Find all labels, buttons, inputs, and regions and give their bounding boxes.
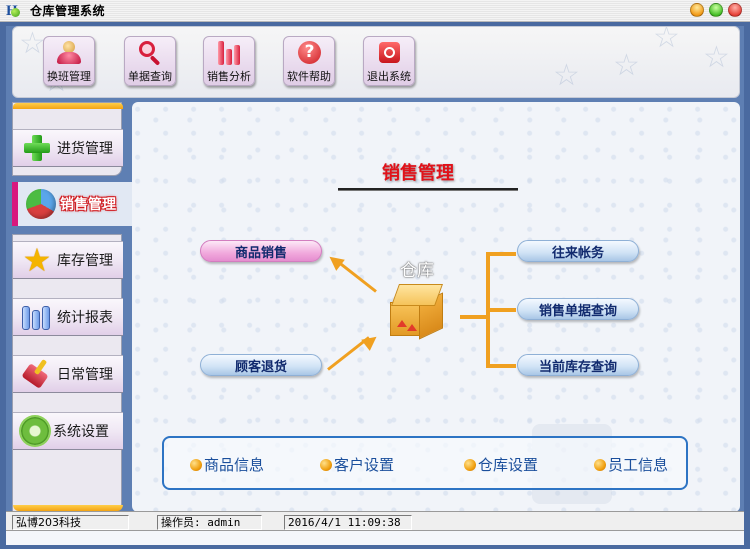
sales-document-query-button[interactable]: 销售单据查询: [517, 298, 639, 320]
brush-icon: [21, 358, 53, 390]
bottom-strip: [6, 531, 744, 545]
star-decoration-icon: ☆: [703, 40, 730, 75]
document-query-button[interactable]: 单据查询: [124, 36, 176, 86]
power-icon: [375, 39, 403, 67]
orange-bullet-icon: [594, 458, 606, 471]
sidebar-item-settings[interactable]: 系统设置: [13, 412, 123, 450]
sidebar-group-top: 进货管理: [12, 102, 123, 176]
warehouse-box-icon: [388, 284, 446, 340]
exit-system-button[interactable]: 退出系统: [363, 36, 415, 86]
status-company: 弘博203科技: [12, 515, 129, 530]
status-datetime: 2016/4/1 11:09:38: [284, 515, 412, 530]
sidebar-item-inventory[interactable]: ★ 库存管理: [13, 241, 123, 279]
accounts-button[interactable]: 往来帐务: [517, 240, 639, 262]
maximize-button[interactable]: [709, 3, 723, 17]
current-stock-query-button[interactable]: 当前库存查询: [517, 354, 639, 376]
sidebar-item-sales[interactable]: 销售管理: [12, 182, 134, 226]
sidebar-item-purchase[interactable]: 进货管理: [13, 129, 123, 167]
star-decoration-icon: ☆: [19, 26, 46, 61]
connector-line: [460, 315, 488, 319]
star-decoration-icon: ☆: [553, 58, 580, 93]
orange-bullet-icon: [190, 458, 202, 471]
plus-icon: [21, 132, 53, 164]
orange-bullet-icon: [320, 458, 332, 471]
quick-link-warehouse-settings[interactable]: 仓库设置: [464, 454, 538, 475]
sidebar-item-reports[interactable]: 统计报表: [13, 298, 123, 336]
arrow-up-left-icon: [325, 251, 345, 271]
customer-return-button[interactable]: 顾客退货: [200, 354, 322, 376]
status-bar: 弘博203科技 操作员: admin 2016/4/1 11:09:38: [6, 511, 744, 531]
main-content: 销售管理 商品销售 顾客退货 仓库 往来帐务 销售单据查询 当前库存查询 商品信…: [132, 102, 740, 512]
connector-line: [486, 308, 516, 312]
app-logo-icon: H: [6, 3, 22, 19]
connector-line: [486, 364, 516, 368]
warehouse-label: 仓库: [400, 261, 434, 281]
shift-management-button[interactable]: 换班管理: [43, 36, 95, 86]
close-button[interactable]: [728, 3, 742, 17]
users-icon: [55, 39, 83, 67]
window-title: 仓库管理系统: [30, 4, 106, 18]
bar-chart-icon: [215, 39, 243, 67]
quick-link-employee-info[interactable]: 员工信息: [594, 454, 668, 475]
help-icon: ?: [295, 39, 323, 67]
minimize-button[interactable]: [690, 3, 704, 17]
quick-links-panel: 商品信息 客户设置 仓库设置 员工信息: [162, 436, 688, 490]
arrow-up-right-icon: [361, 331, 381, 351]
sales-analysis-button[interactable]: 销售分析: [203, 36, 255, 86]
search-icon: [136, 39, 164, 67]
quick-link-product-info[interactable]: 商品信息: [190, 454, 264, 475]
star-decoration-icon: ☆: [613, 48, 640, 83]
toolbar: ☆ ☆ ☆ ☆ ☆ ☆ 换班管理 单据查询 销售分析 ? 软件帮助 退出系统: [12, 26, 740, 98]
status-operator: 操作员: admin: [157, 515, 262, 530]
page-title: 销售管理: [382, 163, 454, 184]
connector-line: [486, 252, 516, 256]
title-bar: H 仓库管理系统: [0, 0, 750, 22]
orange-bullet-icon: [464, 458, 476, 471]
sidebar-item-daily[interactable]: 日常管理: [13, 355, 123, 393]
bars-icon: [21, 301, 53, 333]
quick-link-customer-settings[interactable]: 客户设置: [320, 454, 394, 475]
software-help-button[interactable]: ? 软件帮助: [283, 36, 335, 86]
product-sales-button[interactable]: 商品销售: [200, 240, 322, 262]
sidebar: 进货管理 销售管理 ★ 库存管理 统计报表 日常管理 系统设置: [12, 102, 134, 512]
gear-icon: [21, 417, 49, 445]
star-decoration-icon: ☆: [653, 26, 680, 55]
title-divider: [338, 188, 518, 191]
star-icon: ★: [22, 241, 52, 279]
sidebar-group-bottom: ★ 库存管理 统计报表 日常管理 系统设置: [12, 234, 123, 512]
pie-chart-icon: [26, 189, 56, 219]
